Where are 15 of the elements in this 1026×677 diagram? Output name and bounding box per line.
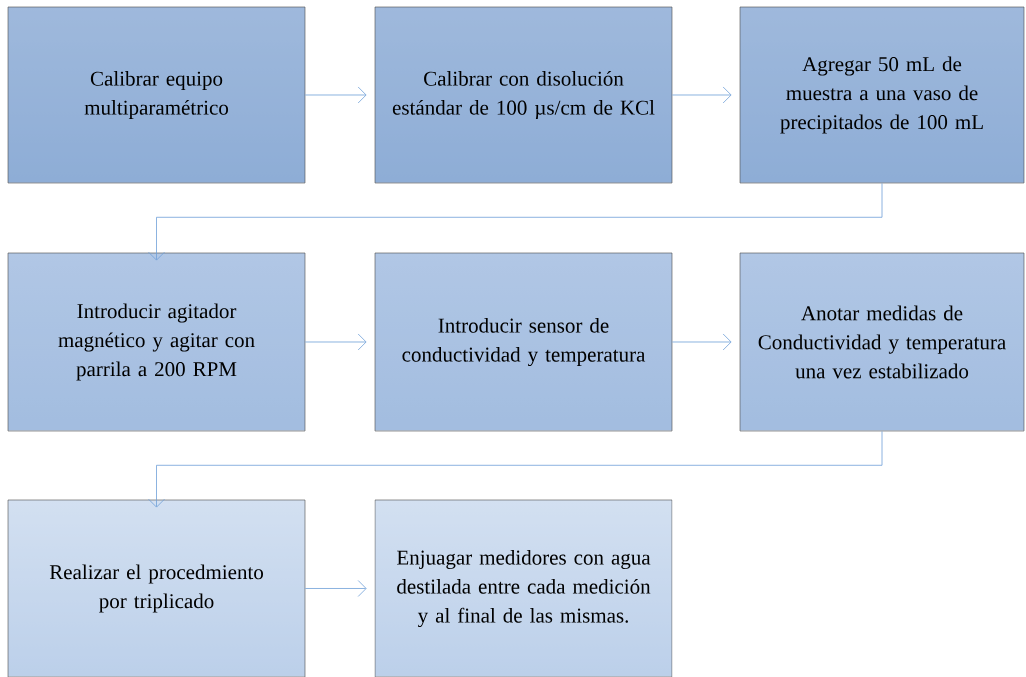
- arrow: [304, 333, 367, 351]
- process-box: Introducir agitador magnético y agitar con parrila a 200 RPM: [7, 252, 306, 432]
- process-box: Anotar medidas de Conductividad y temperatura una vez estabilizado: [739, 252, 1025, 432]
- arrow: [148, 430, 883, 508]
- process-box: Calibrar con disolución estándar de 100 µs/cm de KCl: [374, 6, 673, 184]
- arrow: [304, 580, 367, 597]
- arrow: [671, 333, 732, 351]
- arrow: [304, 86, 367, 104]
- arrow: [148, 182, 883, 261]
- process-box: Calibrar equipo multiparamétrico: [7, 6, 306, 184]
- arrow: [671, 86, 732, 104]
- process-box: Enjuagar medidores con agua destilada entre cada medición y al final de las mismas.: [374, 499, 673, 677]
- process-box: Introducir sensor de conductividad y temperatura: [374, 252, 673, 432]
- process-box: Agregar 50 mL de muestra a una vaso de precipitados de 100 mL: [739, 6, 1025, 184]
- process-box: Realizar el procedmiento por triplicado: [7, 499, 306, 677]
